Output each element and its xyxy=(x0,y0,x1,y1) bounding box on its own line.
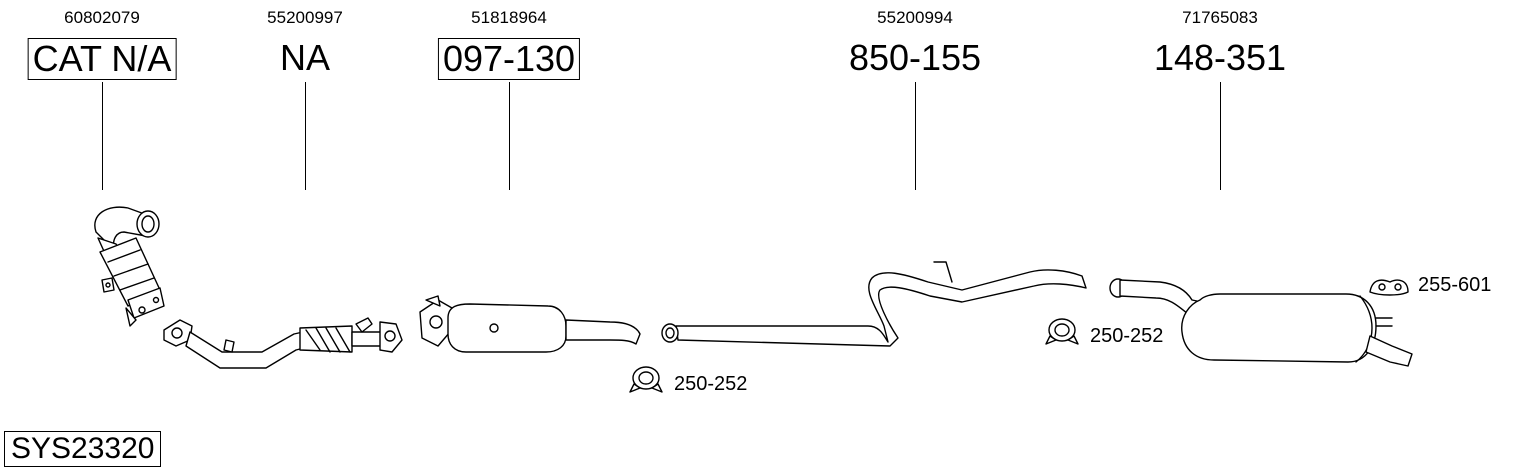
system-id: SYS23320 xyxy=(4,431,162,467)
clamp-icon-1[interactable] xyxy=(629,366,663,393)
oem-number-3: 51818964 xyxy=(471,8,547,27)
clamp-icon-2[interactable] xyxy=(1045,318,1079,345)
part-number-3[interactable]: 097-130 xyxy=(437,38,581,80)
rubber-hanger-icon[interactable] xyxy=(1369,279,1409,296)
part-number-5[interactable]: 148-351 xyxy=(1153,37,1287,78)
oem-number-1: 60802079 xyxy=(64,8,140,27)
leader-line-5 xyxy=(1220,82,1221,190)
clamp-label-1[interactable]: 250-252 xyxy=(674,373,748,395)
leader-line-4 xyxy=(915,82,916,190)
part-number-4[interactable]: 850-155 xyxy=(848,37,982,78)
oem-number-5: 71765083 xyxy=(1182,8,1258,27)
intermediate-pipe-icon[interactable] xyxy=(661,261,1087,347)
leader-line-3 xyxy=(509,82,510,190)
part-number-1[interactable]: CAT N/A xyxy=(27,38,177,80)
hanger-label[interactable]: 255-601 xyxy=(1418,274,1492,296)
oem-number-4: 55200994 xyxy=(877,8,953,27)
part-number-2[interactable]: NA xyxy=(279,37,331,78)
catalytic-converter-icon[interactable] xyxy=(94,206,165,327)
particulate-filter-icon[interactable] xyxy=(419,295,641,353)
rear-silencer-icon[interactable] xyxy=(1109,278,1413,367)
front-pipe-icon[interactable] xyxy=(163,317,403,369)
leader-line-1 xyxy=(102,82,103,190)
clamp-label-2[interactable]: 250-252 xyxy=(1090,325,1164,347)
leader-line-2 xyxy=(305,82,306,190)
oem-number-2: 55200997 xyxy=(267,8,343,27)
